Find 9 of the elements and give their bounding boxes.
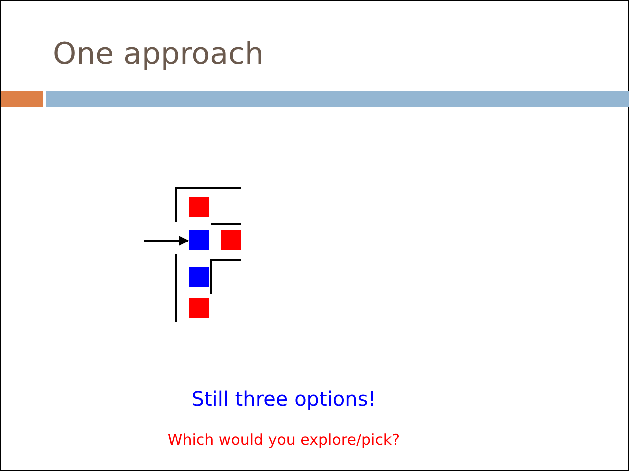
square-block xyxy=(189,267,209,287)
square-block xyxy=(189,298,209,318)
question-text: Which would you explore/pick? xyxy=(168,431,400,449)
square-block xyxy=(221,230,241,250)
slide-title: One approach xyxy=(53,37,264,72)
square-block xyxy=(189,230,209,250)
square-block xyxy=(189,197,209,217)
note-text: Still three options! xyxy=(192,387,376,411)
arrow xyxy=(144,236,189,246)
